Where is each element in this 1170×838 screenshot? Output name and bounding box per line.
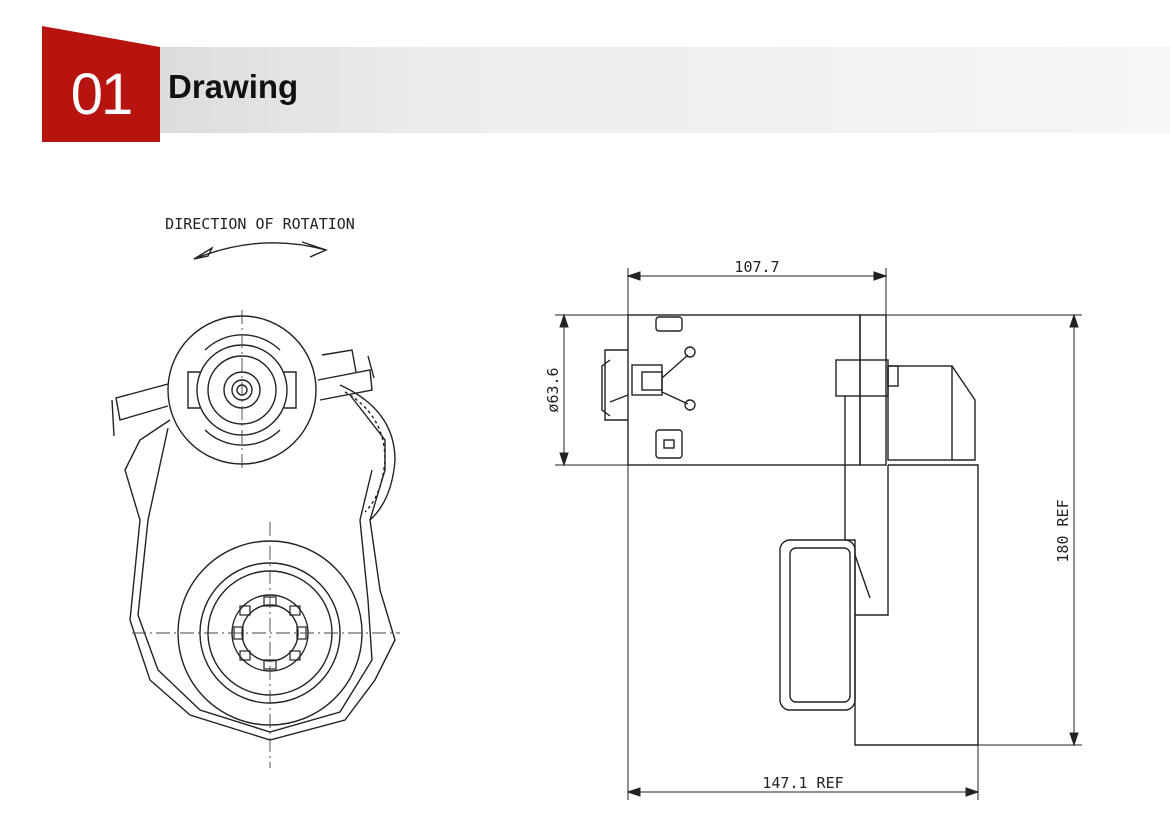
section-badge: [42, 26, 160, 142]
rotation-arrow: [193, 241, 329, 260]
side-view: [555, 268, 1082, 800]
section-number: 01: [70, 62, 134, 127]
dim-length: 147.1 REF: [762, 774, 843, 792]
section-title: Drawing: [168, 68, 299, 105]
header-band: [42, 47, 1170, 133]
front-view: DIRECTION OF ROTATION: [111, 215, 400, 768]
dim-height: 180 REF: [1054, 499, 1072, 562]
dim-width: 107.7: [734, 258, 779, 276]
dim-diameter: ø63.6: [544, 367, 562, 412]
rotation-label: DIRECTION OF ROTATION: [165, 215, 355, 233]
